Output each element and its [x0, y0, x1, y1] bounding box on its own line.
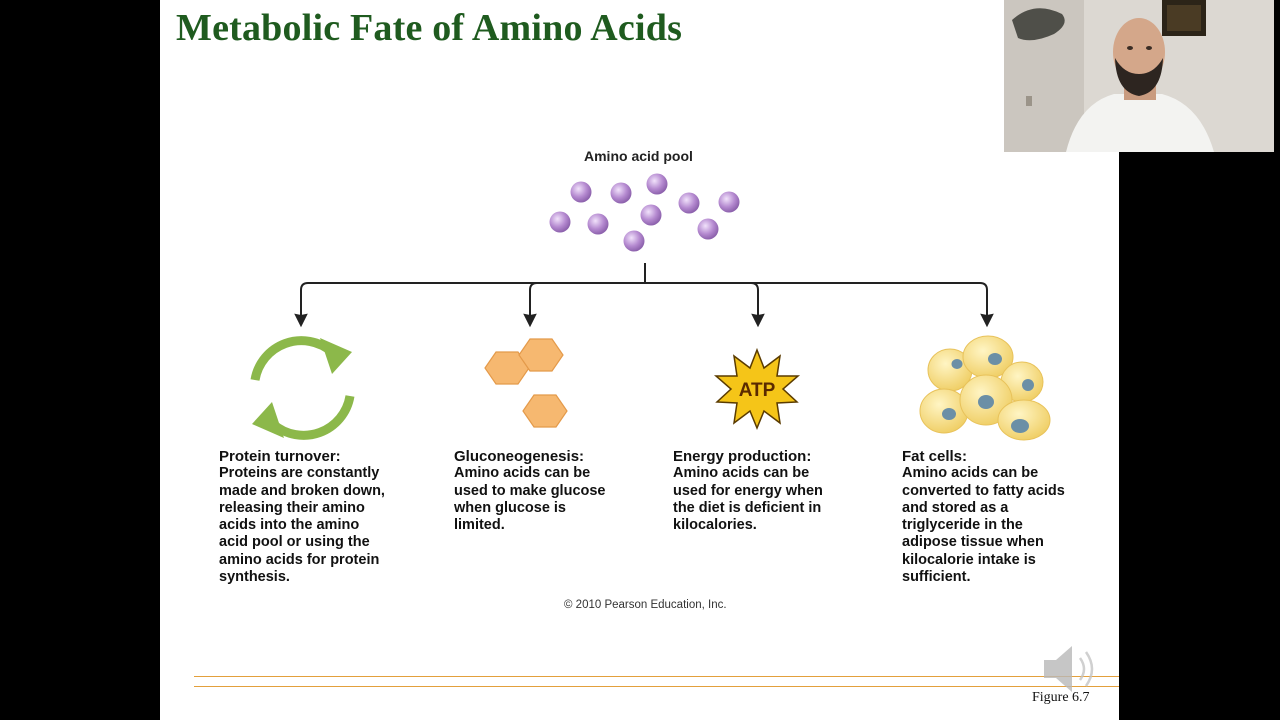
column-line: limited.: [454, 517, 505, 534]
slide-title: Metabolic Fate of Amino Acids: [176, 7, 683, 49]
column-energy-production: Energy production: Amino acids can be us…: [673, 448, 823, 534]
column-line: acids into the amino: [219, 517, 360, 534]
branch-connectors: [294, 263, 994, 328]
column-line: the diet is deficient in: [673, 499, 822, 516]
column-line: Amino acids can be: [902, 465, 1039, 482]
column-heading: Energy production:: [673, 448, 812, 465]
copyright-notice: © 2010 Pearson Education, Inc.: [564, 599, 727, 611]
column-line: and stored as a: [902, 499, 1009, 516]
slide: Metabolic Fate of Amino Acids: [160, 0, 1119, 720]
column-line: used for energy when: [673, 482, 823, 499]
column-line: made and broken down,: [219, 482, 385, 499]
presenter-video-frame: [1004, 0, 1274, 152]
column-line: converted to fatty acids: [902, 482, 1065, 499]
column-line: Proteins are constantly: [219, 465, 380, 482]
column-line: used to make glucose: [454, 482, 606, 499]
column-heading: Gluconeogenesis:: [454, 448, 585, 465]
column-fat-cells: Fat cells: Amino acids can be converted …: [902, 448, 1065, 586]
glucose-hexagon-icon: [484, 338, 568, 428]
column-gluconeogenesis: Gluconeogenesis: Amino acids can be used…: [454, 448, 606, 534]
column-line: amino acids for protein: [219, 551, 380, 568]
column-protein-turnover: Protein turnover: Proteins are constantl…: [219, 448, 385, 586]
column-line: kilocalorie intake is: [902, 551, 1036, 568]
column-line: Amino acids can be: [673, 465, 810, 482]
amino-acid-pool-label: Amino acid pool: [584, 148, 693, 164]
column-line: acid pool or using the: [219, 534, 370, 551]
recycle-arrows-icon: [250, 336, 355, 440]
speaker-icon[interactable]: [1040, 640, 1102, 698]
column-line: Amino acids can be: [454, 465, 591, 482]
footer-rule-bottom: [194, 686, 1119, 687]
column-line: sufficient.: [902, 569, 971, 586]
atp-label: ATP: [739, 380, 776, 401]
column-line: kilocalories.: [673, 517, 757, 534]
column-line: synthesis.: [219, 569, 290, 586]
amino-acid-fate-diagram: ATP: [250, 173, 1051, 441]
figure-label: Figure 6.7: [1032, 690, 1090, 705]
column-heading: Fat cells:: [902, 448, 968, 465]
column-line: triglyceride in the: [902, 517, 1023, 534]
fat-cells-icon: [919, 335, 1051, 441]
column-heading: Protein turnover:: [219, 448, 341, 465]
atp-burst-icon: ATP: [713, 347, 801, 430]
amino-acid-pool-icon: [549, 173, 740, 252]
footer-rule-top: [194, 676, 1119, 677]
column-line: when glucose is: [454, 499, 566, 516]
column-line: adipose tissue when: [902, 534, 1044, 551]
column-line: releasing their amino: [219, 499, 365, 516]
presenter-webcam: [1004, 0, 1274, 152]
